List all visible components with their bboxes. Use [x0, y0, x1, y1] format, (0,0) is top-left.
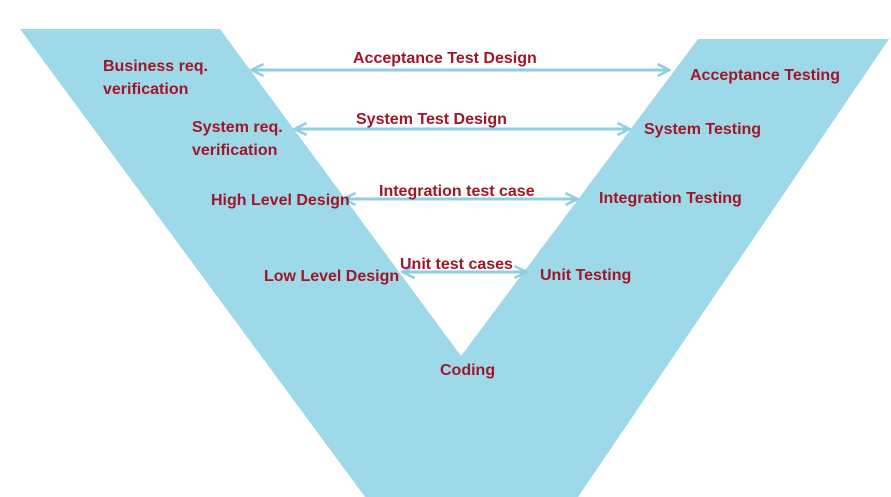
business-req-line2: verification	[103, 81, 189, 98]
unit-testing-label: Unit Testing	[540, 267, 632, 284]
system-req-line2: verification	[192, 142, 278, 159]
system-req-line1: System req.	[192, 119, 283, 136]
integration-test-case-label: Integration test case	[379, 183, 535, 200]
acceptance-test-design-label: Acceptance Test Design	[353, 50, 537, 67]
coding-label: Coding	[440, 362, 496, 379]
system-testing-label: System Testing	[644, 121, 762, 138]
system-test-design-label: System Test Design	[356, 111, 507, 128]
unit-test-cases-label: Unit test cases	[400, 256, 513, 273]
high-level-design-label: High Level Design	[211, 192, 350, 209]
system-req-verification-label: System req. verification	[192, 116, 283, 162]
low-level-design-label: Low Level Design	[264, 268, 400, 285]
integration-testing-label: Integration Testing	[599, 190, 742, 207]
acceptance-testing-label: Acceptance Testing	[690, 67, 840, 84]
business-req-verification-label: Business req. verification	[103, 55, 208, 101]
v-shape	[20, 29, 889, 497]
business-req-line1: Business req.	[103, 58, 208, 75]
